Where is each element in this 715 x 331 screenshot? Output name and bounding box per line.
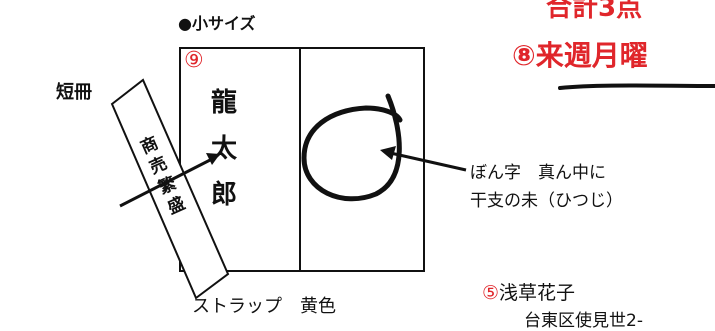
customer-number-marker: ⑤ bbox=[482, 282, 500, 304]
customer-address: 台東区使見世2- bbox=[524, 311, 643, 331]
name-char: 郎 bbox=[210, 180, 237, 210]
schedule-text: 来週月曜 bbox=[535, 39, 648, 72]
customer-name: 浅草花子 bbox=[499, 282, 576, 304]
size-label: ●小サイズ bbox=[178, 14, 256, 33]
schedule-heading: ⑧来週月曜 bbox=[512, 34, 648, 74]
note-arrow-head bbox=[380, 146, 396, 160]
tanzaku-outline bbox=[110, 78, 230, 300]
panel-number-marker: ⑨ bbox=[184, 48, 204, 73]
name-char: 龍 bbox=[210, 88, 237, 118]
tanzaku-label: 短冊 bbox=[56, 82, 92, 103]
tag-arrow-head bbox=[206, 153, 220, 165]
note-arrow-line bbox=[385, 150, 467, 172]
name-char: 太 bbox=[210, 134, 237, 164]
name-vertical: 龍 太 郎 bbox=[206, 86, 242, 212]
tag-arrow-line bbox=[119, 156, 215, 208]
note-line-2: 干支の未（ひつじ） bbox=[470, 191, 623, 211]
customer-name-line: ⑤浅草花子 bbox=[482, 278, 575, 305]
schedule-number-marker: ⑧ bbox=[512, 39, 536, 72]
note-line-1: ぼん字 真ん中に bbox=[470, 163, 606, 183]
strap-label: ストラップ 黄色 bbox=[192, 296, 336, 317]
zodiac-circle-drawing bbox=[301, 93, 403, 202]
total-count-heading: 合計3点 bbox=[546, 0, 643, 23]
sketch-canvas bbox=[110, 47, 715, 300]
schedule-underline bbox=[558, 83, 715, 90]
